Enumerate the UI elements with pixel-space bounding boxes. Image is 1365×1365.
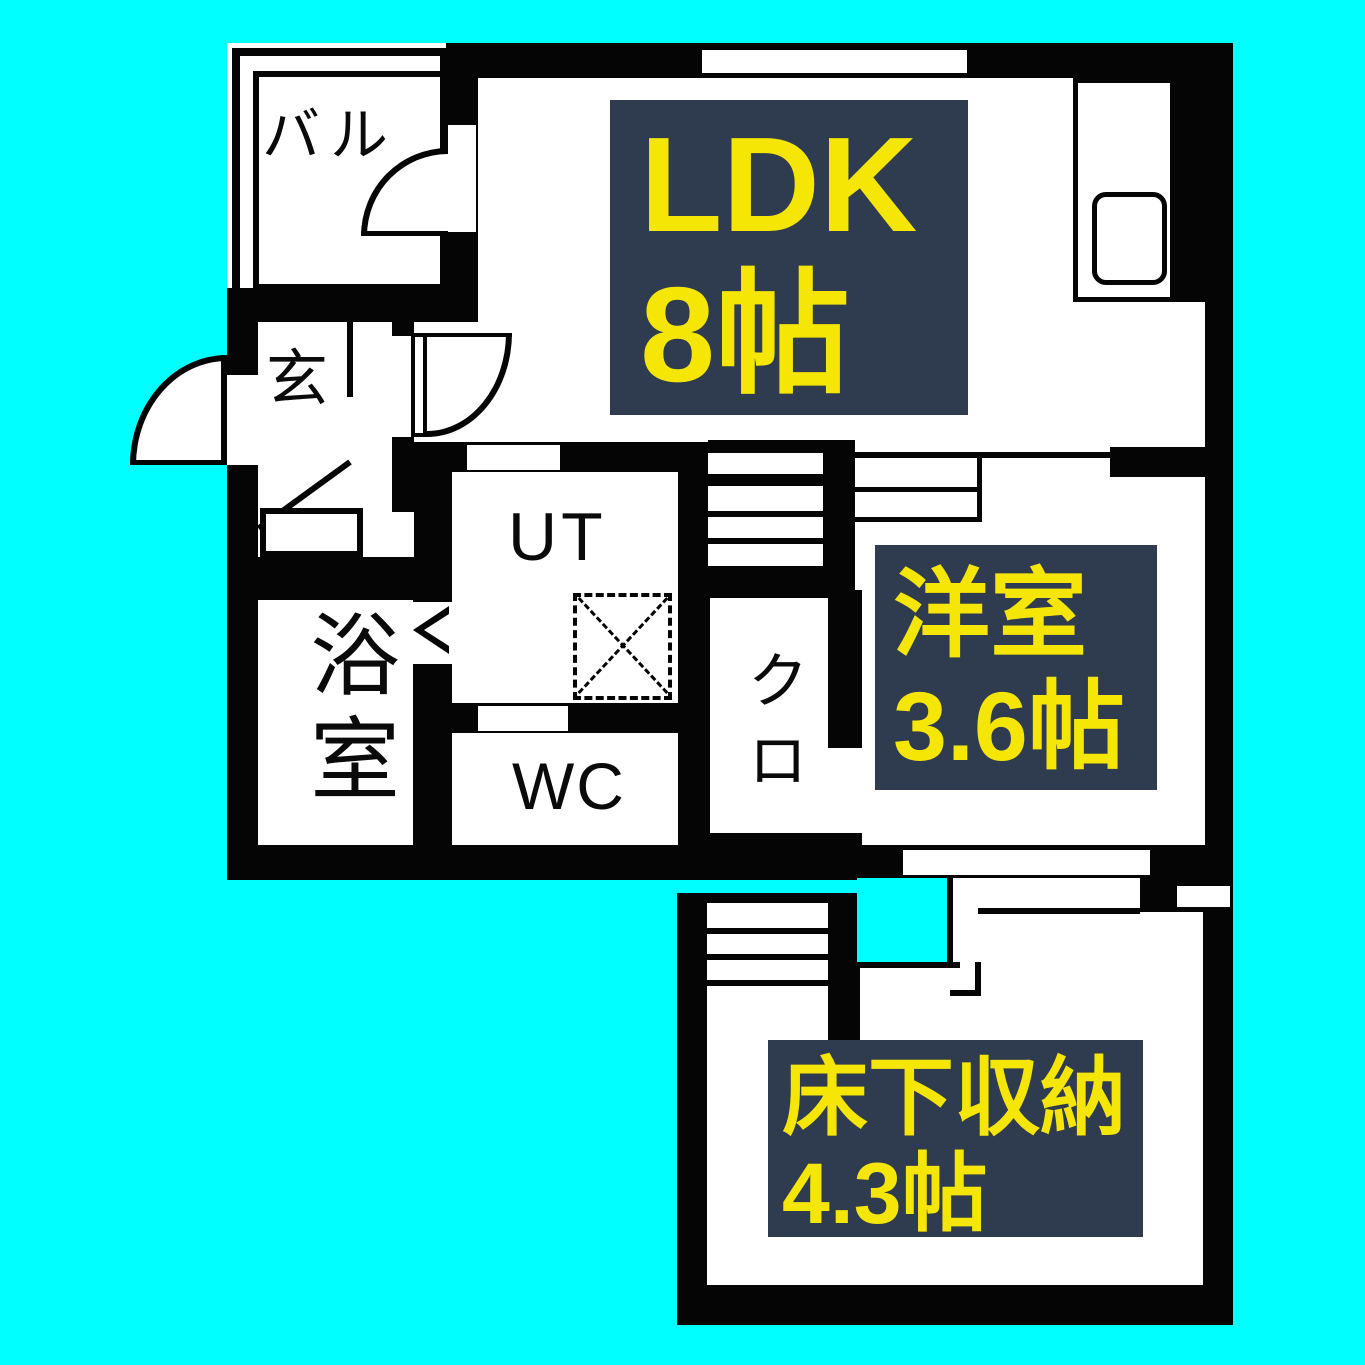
wall-balcony-bottom [227,288,478,322]
notch-bottom-line [855,962,960,968]
bath-door-triangle-inner [424,614,449,646]
wall-ut-left [414,472,452,557]
sliding-door-line [855,517,982,522]
step-line-h [950,990,981,996]
sliding-door-line-end [977,452,982,522]
wall-right [1205,302,1233,880]
stair-tread [708,517,823,538]
wall-hall-right-top [392,322,414,336]
wall-hall-bath [227,557,414,600]
hall-door-leaf [411,333,427,437]
storage-size: 4.3帖 [782,1146,988,1242]
stair-tread-line [707,928,828,934]
shoe-cabinet [260,508,363,557]
sliding-door-line [855,487,982,492]
room-label-bathroom: 浴室 [296,608,396,816]
stair-tread-line [707,980,828,986]
step-line-v [975,962,981,996]
stair-tread [708,486,823,511]
ldk-label-box: LDK 8帖 [610,100,968,415]
entrance-door-arc-icon [130,355,227,465]
wall-ut-top [414,442,713,472]
storage-name: 床下収納 [782,1050,1126,1146]
wall-hall-right-bottom [392,437,414,512]
notch-right-line [947,878,953,968]
storage-wall-top [677,893,860,903]
western-room-size: 3.6帖 [893,672,1125,781]
ldk-size: 8帖 [640,259,851,410]
entrance-door-opening [227,375,258,465]
wc-door-opening [478,706,568,731]
balcony-door-opening [448,125,476,232]
storage-wall-right [1203,878,1233,1325]
room-label-entrance: 玄 [266,345,329,414]
stair-tread [708,453,823,474]
storage-label-box: 床下収納 4.3帖 [768,1040,1143,1242]
corridor-bottom-line [978,908,1140,914]
room-label-utility: UT [508,499,607,575]
entrance-partition [347,322,353,397]
ut-door-opening [467,445,560,470]
closet-door-opening [828,748,862,833]
wall-right-kitchen [1175,43,1233,302]
kitchen-sink-icon [1092,192,1167,285]
storage-wall-bottom [677,1285,1233,1325]
storage-window [1177,886,1230,907]
stair-tread [708,544,823,566]
cyan-notch [857,878,950,964]
wall-step-western [1110,447,1207,477]
window-western-room [903,850,1150,875]
storage-wall-left [677,893,707,1325]
stair-tread-line [707,954,828,960]
wall-bath-right [413,557,452,850]
room-label-toilet: WC [512,749,626,823]
western-room-name: 洋室 [893,560,1087,669]
window-top [702,50,967,73]
wall-ut-right [678,442,710,850]
storage-corridor [950,878,1140,912]
room-label-closet: クロ [737,648,806,808]
sliding-door-line [855,452,1110,458]
western-room-label-box: 洋室 3.6帖 [875,545,1157,790]
washer-pan-icon [573,593,672,700]
storage-stair-wall [828,893,860,1042]
ldk-name: LDK [640,109,918,260]
room-label-balcony: バル [262,103,399,168]
wall-left-lower [227,557,258,850]
